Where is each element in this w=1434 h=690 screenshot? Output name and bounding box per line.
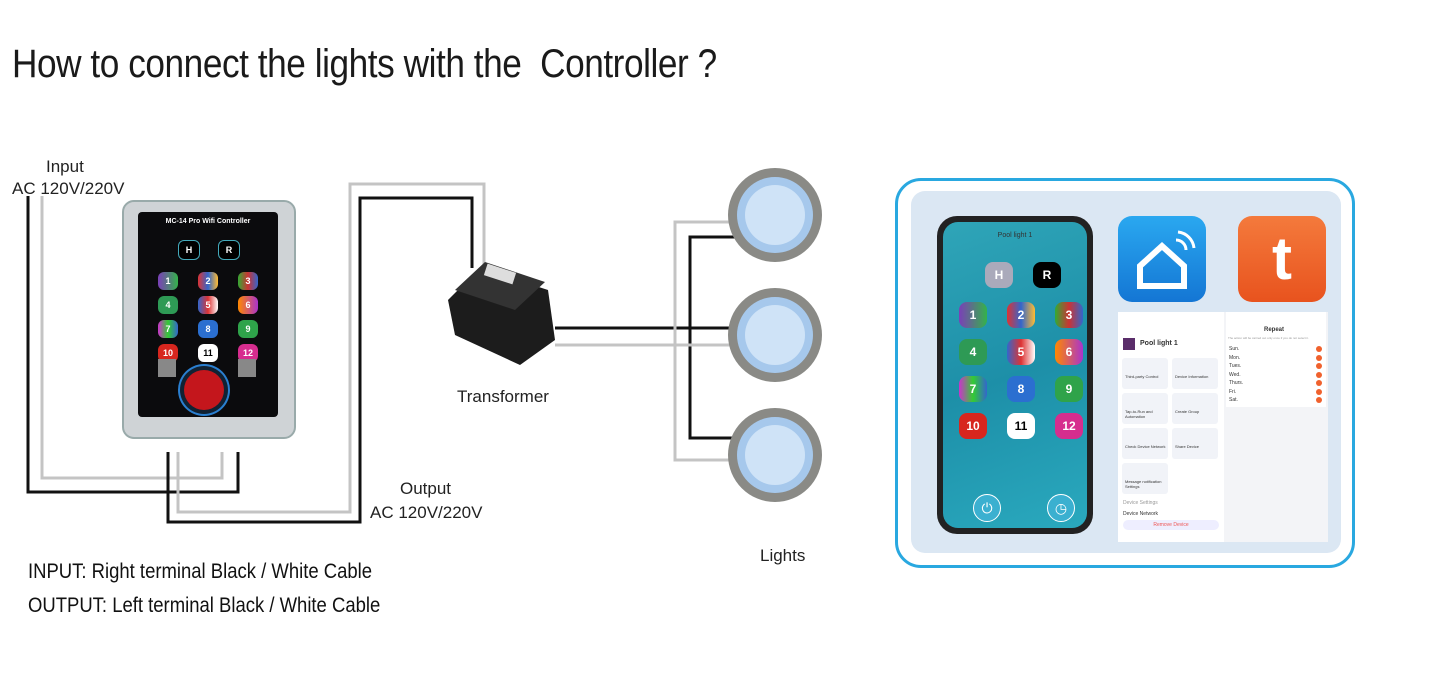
qr-code-icon	[158, 359, 176, 377]
phone-color-button[interactable]: 3	[1055, 302, 1083, 328]
device-settings-tile[interactable]: Share Device	[1172, 428, 1218, 459]
output-white-cable	[176, 182, 486, 514]
phone-color-button[interactable]: 4	[959, 339, 987, 365]
repeat-day[interactable]: Tues.	[1229, 363, 1242, 369]
output-note: OUTPUT: Left terminal Black / White Cabl…	[28, 594, 381, 617]
pool-lights	[728, 168, 822, 502]
controller-color-button[interactable]: 12	[238, 344, 258, 362]
phone-color-button[interactable]: 1	[959, 302, 987, 328]
page-title: How to connect the lights with the Contr…	[12, 42, 717, 86]
repeat-day[interactable]: Wed.	[1229, 371, 1241, 378]
output-black-cable	[166, 196, 474, 524]
device-settings-tile[interactable]: Message notification Settings	[1122, 463, 1168, 494]
tuya-app-icon: t	[1238, 216, 1326, 302]
input-black-cable	[26, 196, 240, 494]
repeat-day[interactable]: Sat.	[1229, 397, 1238, 403]
output-voltage-label: AC 120V/220V	[370, 503, 483, 522]
phone-color-button[interactable]: 2	[1007, 302, 1035, 328]
phone-h-button[interactable]: H	[985, 262, 1013, 288]
device-avatar	[1123, 338, 1135, 350]
phone-color-button[interactable]: 11	[1007, 413, 1035, 439]
day-toggle-icon[interactable]	[1316, 346, 1322, 352]
device-settings-tile[interactable]: Tap-to-Run and Automation	[1122, 393, 1168, 424]
pool-light	[728, 168, 822, 262]
phone-color-button[interactable]: 6	[1055, 339, 1083, 365]
phone-color-button[interactable]: 12	[1055, 413, 1083, 439]
phone-color-button[interactable]: 7	[959, 376, 987, 402]
day-toggle-icon[interactable]	[1316, 371, 1322, 378]
controller-color-button[interactable]: 11	[198, 344, 218, 362]
phone-color-button[interactable]: 8	[1007, 376, 1035, 402]
device-settings-heading: Device Settings	[1123, 500, 1158, 506]
phone-color-button[interactable]: 9	[1055, 376, 1083, 402]
transformer	[448, 262, 555, 365]
device-name: Pool light 1	[1140, 340, 1178, 347]
day-toggle-icon[interactable]	[1316, 380, 1322, 386]
day-toggle-icon[interactable]	[1316, 388, 1322, 395]
controller-color-button[interactable]: 6	[238, 296, 258, 314]
lights-black-cable	[555, 235, 745, 330]
input-white-cable	[40, 196, 224, 480]
input-note: INPUT: Right terminal Black / White Cabl…	[28, 560, 373, 583]
day-toggle-icon[interactable]	[1316, 354, 1322, 361]
transformer-label: Transformer	[457, 387, 549, 406]
controller-color-button[interactable]: 10	[158, 344, 178, 362]
controller-color-button[interactable]: 3	[238, 272, 258, 290]
phone-color-button[interactable]: 10	[959, 413, 987, 439]
repeat-screen: Repeat The action will be carried out on…	[1226, 312, 1326, 407]
controller-color-button[interactable]: 7	[158, 320, 178, 338]
smart-home-app-icon	[1118, 216, 1206, 302]
device-settings-tile[interactable]: Check Device Network	[1122, 428, 1168, 459]
output-label: Output	[400, 479, 452, 498]
lights-label: Lights	[760, 546, 806, 565]
repeat-day[interactable]: Sun.	[1229, 346, 1240, 352]
repeat-day[interactable]: Mon.	[1229, 354, 1241, 361]
phone-r-button[interactable]: R	[1033, 262, 1061, 288]
repeat-day[interactable]: Fri.	[1229, 388, 1237, 395]
controller-h-button[interactable]: H	[178, 240, 200, 260]
pool-light	[728, 288, 822, 382]
pool-light	[728, 408, 822, 502]
repeat-title: Repeat	[1264, 327, 1285, 333]
device-network-item[interactable]: Device Network	[1123, 511, 1159, 517]
controller-color-button[interactable]: 5	[198, 296, 218, 314]
clock-icon[interactable]: ◷	[1047, 494, 1075, 522]
remove-device-button[interactable]: Remove Device	[1123, 520, 1219, 530]
device-settings-tile[interactable]: Third-party Control	[1122, 358, 1168, 389]
controller-name: MC-14 Pro Wifi Controller	[165, 218, 251, 225]
controller-power-button[interactable]	[184, 370, 224, 410]
lights-white-cable	[555, 220, 745, 347]
controller-color-button[interactable]: 9	[238, 320, 258, 338]
device-settings-tile[interactable]: Create Group	[1172, 393, 1218, 424]
controller-color-button[interactable]: 1	[158, 272, 178, 290]
phone-color-button[interactable]: 5	[1007, 339, 1035, 365]
repeat-day[interactable]: Thurs.	[1229, 380, 1244, 386]
day-toggle-icon[interactable]	[1316, 397, 1322, 403]
controller-r-button[interactable]: R	[218, 240, 240, 260]
input-voltage-label: AC 120V/220V	[12, 179, 125, 198]
power-icon[interactable]: ⏻	[973, 494, 1001, 522]
controller-color-button[interactable]: 2	[198, 272, 218, 290]
qr-code-icon	[238, 359, 256, 377]
phone-screen-title: Pool light 1	[997, 232, 1033, 239]
controller-color-button[interactable]: 8	[198, 320, 218, 338]
device-settings-tile[interactable]: Device Information	[1172, 358, 1218, 389]
repeat-hint: The action will be carried out only once…	[1228, 336, 1309, 340]
day-toggle-icon[interactable]	[1316, 363, 1322, 369]
input-label: Input	[46, 157, 84, 176]
controller-color-button[interactable]: 4	[158, 296, 178, 314]
